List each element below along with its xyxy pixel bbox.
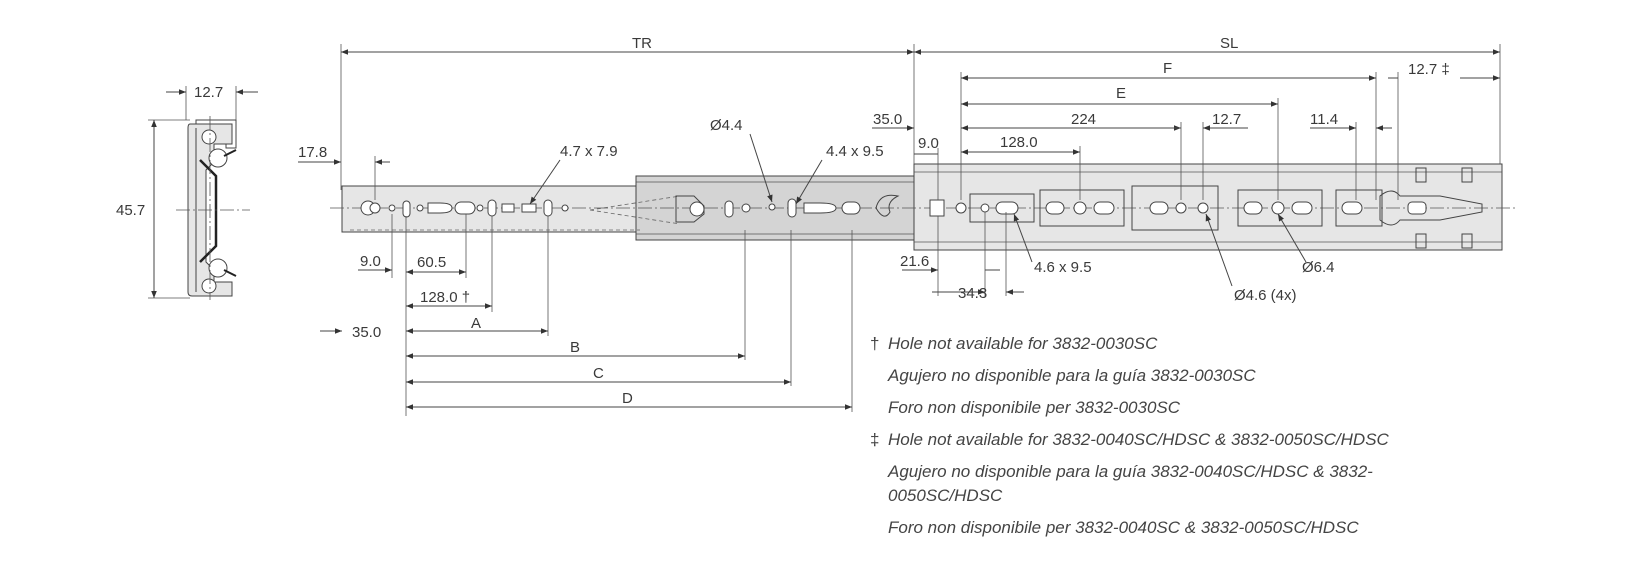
dim-35-0-mid: 35.0 — [873, 111, 902, 128]
slide-side-view — [330, 163, 1515, 251]
note-dagger-it: Foro non disponibile per 3832-0030SC — [870, 392, 1570, 424]
dim-45-7: 45.7 — [116, 202, 145, 219]
top-dimensions: TR SL F E 224 128.0 12.7 11.4 — [298, 35, 1501, 205]
dim-a: A — [471, 315, 481, 332]
note-text: Foro non disponibile per 3832-0030SC — [888, 398, 1181, 417]
dim-60-5: 60.5 — [417, 254, 446, 271]
dim-4-6x9-5: 4.6 x 9.5 — [1034, 259, 1092, 276]
dim-128-0: 128.0 — [1000, 134, 1038, 151]
dim-12-7-top: 12.7 — [194, 84, 223, 101]
dim-dia-4-4: Ø4.4 — [710, 117, 743, 134]
note-dagger-en: † Hole not available for 3832-0030SC — [870, 328, 1570, 360]
note-text: Foro non disponibile per 3832-0040SC & 3… — [888, 518, 1359, 537]
dim-f: F — [1163, 60, 1172, 77]
dim-b: B — [570, 339, 580, 356]
dim-d: D — [622, 390, 633, 407]
note-ddagger-it: Foro non disponibile per 3832-0040SC & 3… — [870, 512, 1570, 544]
dim-tr: TR — [632, 35, 652, 52]
dim-sl: SL — [1220, 35, 1238, 52]
dim-9-0-left: 9.0 — [360, 253, 381, 270]
note-dagger-es: Agujero no disponible para la guía 3832-… — [870, 360, 1570, 392]
note-ddagger-es: Agujero no disponible para la guía 3832-… — [870, 460, 1448, 508]
bottom-dimensions: 9.0 60.5 128.0 † 35.0 A B C D 21.6 — [320, 212, 1335, 416]
dim-4-4x9-5: 4.4 x 9.5 — [826, 143, 884, 160]
note-text: Agujero no disponible para la guía 3832-… — [888, 462, 1373, 505]
double-dagger-mark: ‡ — [870, 430, 880, 449]
dagger-mark: † — [870, 334, 880, 353]
note-ddagger-en: ‡ Hole not available for 3832-0040SC/HDS… — [870, 424, 1570, 456]
dim-128-0-dagger: 128.0 † — [420, 289, 470, 306]
dim-34-3: 34.3 — [958, 285, 987, 302]
dim-224: 224 — [1071, 111, 1096, 128]
dim-12-7-mid: 12.7 — [1212, 111, 1241, 128]
dim-35-0-left: 35.0 — [352, 324, 381, 341]
dim-c: C — [593, 365, 604, 382]
note-text: Agujero no disponible para la guía 3832-… — [888, 366, 1256, 385]
dim-9-0-mid: 9.0 — [918, 135, 939, 152]
dim-e: E — [1116, 85, 1126, 102]
dim-17-8: 17.8 — [298, 144, 327, 161]
dim-11-4: 11.4 — [1310, 111, 1338, 128]
note-text: Hole not available for 3832-0030SC — [888, 334, 1158, 353]
dim-dia-6-4: Ø6.4 — [1302, 259, 1335, 276]
notes-block: † Hole not available for 3832-0030SC Agu… — [870, 328, 1570, 544]
note-text: Hole not available for 3832-0040SC/HDSC … — [888, 430, 1389, 449]
cross-section-view: 12.7 45.7 — [116, 84, 258, 300]
dim-dia-4-6-4x: Ø4.6 (4x) — [1234, 287, 1297, 304]
dim-21-6: 21.6 — [900, 253, 929, 270]
dim-4-7x7-9: 4.7 x 7.9 — [560, 143, 618, 160]
dim-12-7-ddagger: 12.7 ‡ — [1408, 61, 1450, 78]
